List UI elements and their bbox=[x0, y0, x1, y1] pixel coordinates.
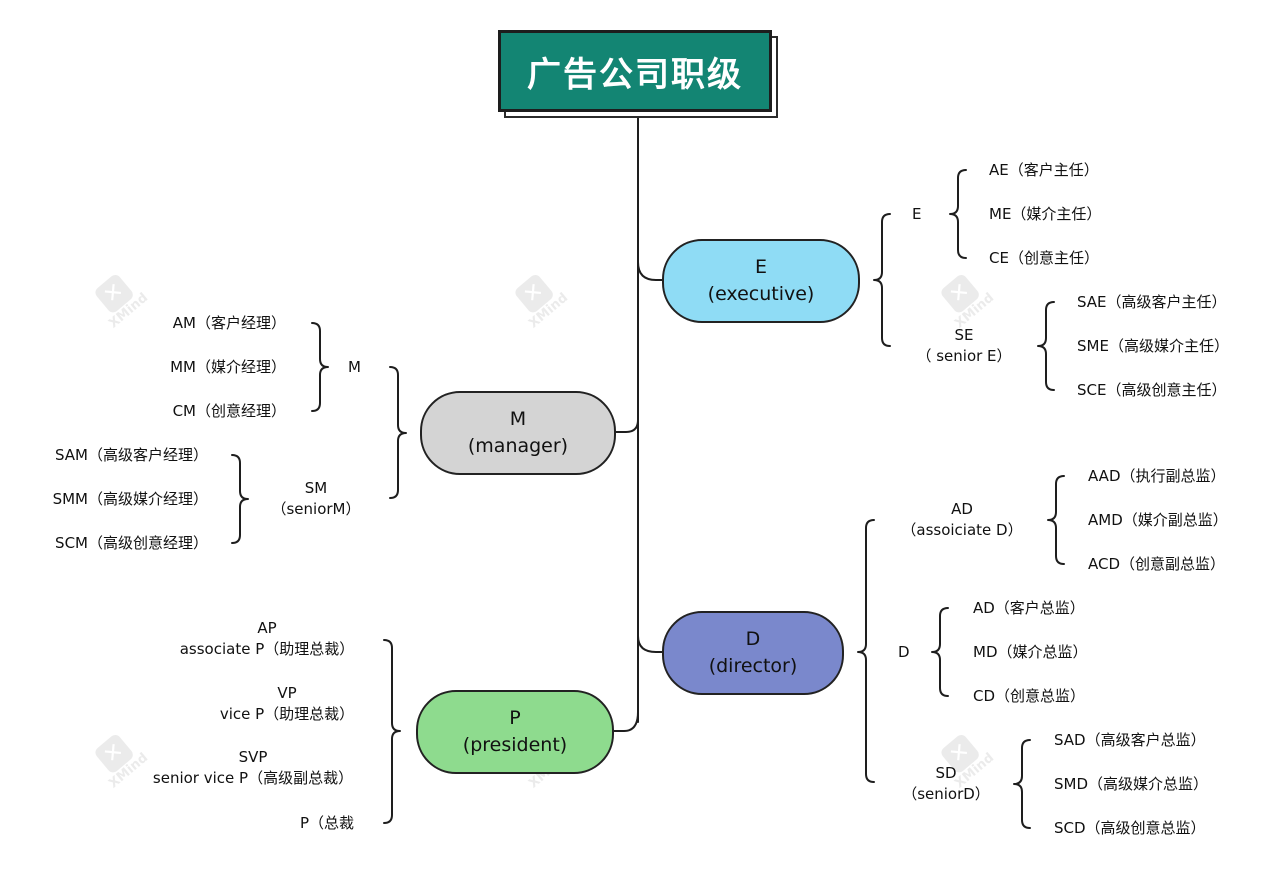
group-se[interactable]: SE（ senior E） bbox=[916, 326, 1012, 365]
leaf-cm[interactable]: CM（创意经理） bbox=[172, 402, 286, 420]
branch-full: (president) bbox=[462, 734, 568, 756]
page-title: 广告公司职级 bbox=[527, 54, 743, 95]
branch-short: E bbox=[754, 256, 767, 278]
leaf-ad-account[interactable]: AD（客户总监） bbox=[973, 599, 1085, 617]
branch-short: M bbox=[509, 408, 527, 430]
leaf-sam[interactable]: SAM（高级客户经理） bbox=[54, 446, 208, 464]
branch-short: P bbox=[509, 707, 521, 729]
branch-full: (executive) bbox=[707, 283, 815, 305]
branch-director[interactable]: D (director) bbox=[662, 611, 844, 695]
central-topic[interactable]: 广告公司职级 bbox=[498, 30, 772, 112]
leaf-sad[interactable]: SAD（高级客户总监） bbox=[1054, 731, 1206, 749]
leaf-md[interactable]: MD（媒介总监） bbox=[973, 643, 1088, 661]
leaf-p[interactable]: P（总裁 bbox=[300, 814, 355, 832]
group-ad[interactable]: AD（assoiciate D） bbox=[901, 500, 1023, 539]
leaf-smm[interactable]: SMM（高级媒介经理） bbox=[52, 490, 208, 508]
branch-short: D bbox=[745, 628, 761, 650]
leaf-mm[interactable]: MM（媒介经理） bbox=[170, 358, 286, 376]
leaf-am[interactable]: AM（客户经理） bbox=[172, 314, 286, 332]
branch-manager[interactable]: M (manager) bbox=[420, 391, 616, 475]
leaf-acd[interactable]: ACD（创意副总监） bbox=[1088, 555, 1226, 573]
leaf-ce[interactable]: CE（创意主任） bbox=[989, 249, 1099, 267]
group-d[interactable]: D bbox=[898, 643, 910, 661]
leaf-ae[interactable]: AE（客户主任） bbox=[989, 161, 1099, 179]
leaf-smd[interactable]: SMD（高级媒介总监） bbox=[1054, 775, 1209, 793]
group-m[interactable]: M bbox=[348, 358, 361, 376]
group-e[interactable]: E bbox=[912, 205, 922, 223]
leaf-scm[interactable]: SCM（高级创意经理） bbox=[55, 534, 208, 552]
branch-president[interactable]: P (president) bbox=[416, 690, 614, 774]
leaf-sae[interactable]: SAE（高级客户主任） bbox=[1077, 293, 1227, 311]
branch-full: (manager) bbox=[467, 435, 569, 457]
group-sm[interactable]: SM（seniorM） bbox=[271, 479, 361, 518]
leaf-aad[interactable]: AAD（执行副总监） bbox=[1088, 467, 1226, 485]
leaf-amd[interactable]: AMD（媒介副总监） bbox=[1088, 511, 1228, 529]
leaf-cd[interactable]: CD（创意总监） bbox=[973, 687, 1086, 705]
branch-full: (director) bbox=[708, 655, 798, 677]
leaf-me[interactable]: ME（媒介主任） bbox=[989, 205, 1102, 223]
leaf-sce[interactable]: SCE（高级创意主任） bbox=[1077, 381, 1227, 399]
branch-executive[interactable]: E (executive) bbox=[662, 239, 860, 323]
leaf-sme[interactable]: SME（高级媒介主任） bbox=[1077, 337, 1229, 355]
leaf-scd[interactable]: SCD（高级创意总监） bbox=[1054, 819, 1206, 837]
group-sd[interactable]: SD（seniorD） bbox=[902, 764, 990, 803]
